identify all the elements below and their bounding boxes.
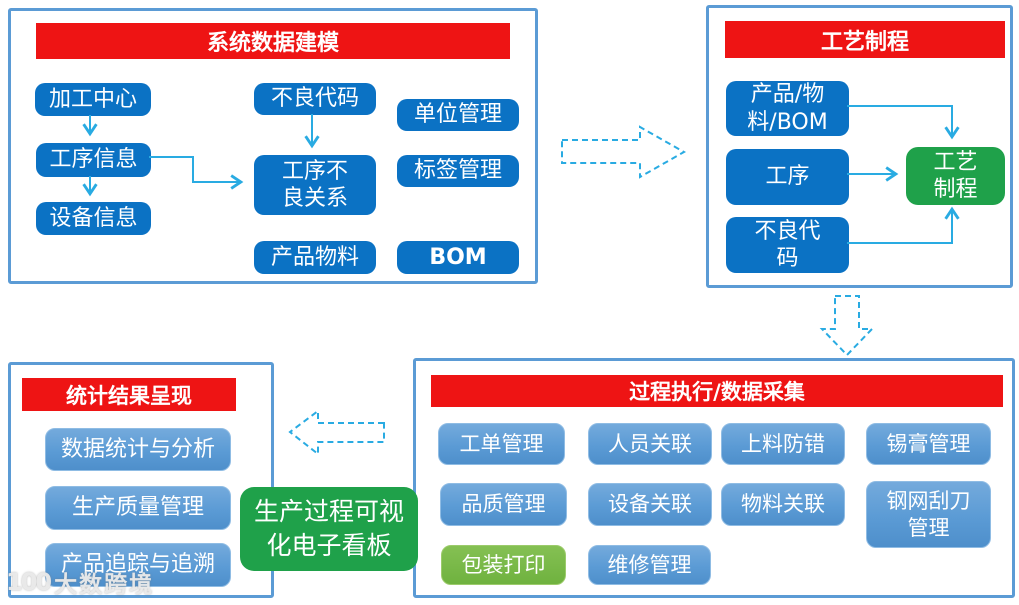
node-defect-code-process: 不良代 码: [726, 217, 849, 273]
node-solder-paste-management: 锡膏管理: [866, 423, 991, 465]
node-process-route-result: 工艺 制程: [906, 147, 1005, 205]
node-operation: 工序: [726, 149, 849, 205]
node-packaging-printing: 包装打印: [441, 545, 566, 585]
flow-arrow-process-to-execution: [819, 295, 875, 357]
node-machining-center: 加工中心: [35, 83, 151, 116]
panel-title-statistics-results: 统计结果呈现: [22, 378, 236, 411]
node-operation-info: 工序信息: [36, 143, 151, 177]
watermark-logo-icon: 100: [6, 568, 52, 596]
watermark: 100 大数跨境: [6, 565, 154, 599]
panel-system-data-modeling: 系统数据建模 加工中心 工序信息 设备信息 不良代码 工序不 良关系 产品物料 …: [8, 8, 538, 284]
node-stencil-squeegee-management: 钢网刮刀 管理: [866, 481, 991, 548]
panel-process-route: 工艺制程 产品/物 料/BOM 工序 不良代 码 工艺 制程: [706, 5, 1013, 288]
flow-arrow-execution-to-stats: [288, 409, 385, 457]
node-defect-code: 不良代码: [254, 83, 376, 115]
node-loading-error-proofing: 上料防错: [721, 423, 845, 465]
node-work-order-management: 工单管理: [438, 423, 565, 465]
node-equipment-info: 设备信息: [36, 202, 151, 235]
node-repair-management: 维修管理: [588, 545, 711, 585]
node-product-tracking-tracing: 产品追踪与追溯: [45, 543, 231, 587]
panel-statistics-results: 统计结果呈现 数据统计与分析 生产质量管理 产品追踪与追溯: [8, 362, 274, 598]
node-product-material-bom: 产品/物 料/BOM: [726, 81, 849, 136]
flow-arrow-modeling-to-process: [561, 125, 687, 179]
node-quality-management: 品质管理: [440, 483, 567, 526]
panel-title-process-route: 工艺制程: [725, 21, 1005, 58]
node-product-material: 产品物料: [254, 241, 376, 274]
watermark-text: 大数跨境: [54, 572, 155, 598]
node-bom: BOM: [397, 241, 519, 274]
node-operation-defect-relation: 工序不 良关系: [254, 155, 376, 215]
node-personnel-association: 人员关联: [588, 423, 712, 465]
node-label-management: 标签管理: [397, 155, 519, 187]
panel-process-execution: 过程执行/数据采集 工单管理 人员关联 上料防错 锡膏管理 品质管理 设备关联 …: [413, 358, 1015, 598]
node-production-quality-management: 生产质量管理: [45, 486, 231, 530]
node-data-statistics-analysis: 数据统计与分析: [45, 428, 231, 471]
node-equipment-association: 设备关联: [588, 483, 712, 526]
panel-title-process-execution: 过程执行/数据采集: [431, 375, 1003, 407]
node-material-association: 物料关联: [721, 483, 845, 526]
node-visual-dashboard: 生产过程可视 化电子看板: [240, 487, 418, 571]
panel-title-system-data-modeling: 系统数据建模: [36, 23, 510, 59]
node-unit-management: 单位管理: [397, 99, 519, 131]
